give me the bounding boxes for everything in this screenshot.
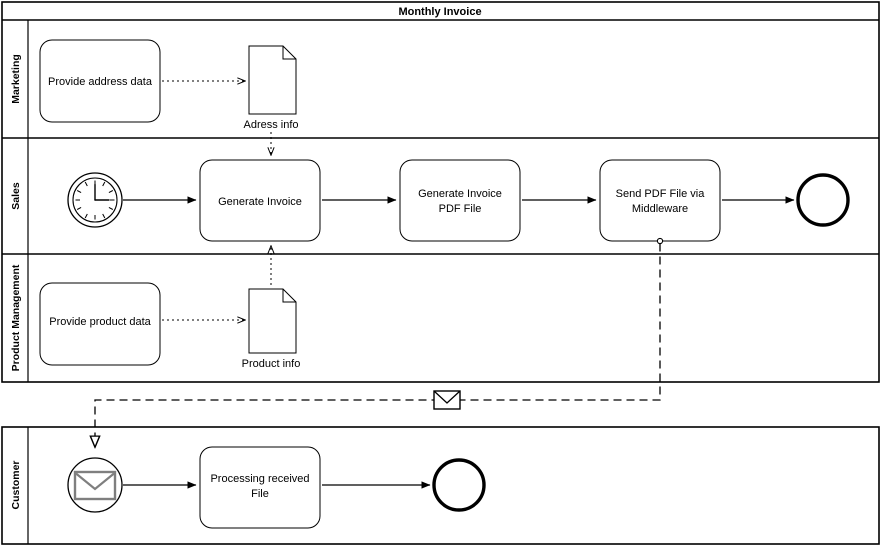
task-provide-product-data-label: Provide product data	[49, 316, 151, 328]
pool-title-monthly-invoice: Monthly Invoice	[398, 6, 481, 18]
task-provide-address-data-label: Provide address data	[48, 76, 153, 88]
data-object-product-info-shape	[248, 288, 297, 354]
start-event-message[interactable]	[67, 457, 123, 513]
lane-label-marketing: Marketing	[10, 54, 22, 104]
data-object-product-info[interactable]: Product info	[242, 288, 301, 370]
end-event-sales[interactable]	[796, 173, 850, 227]
lane-label-product-management: Product Management	[10, 264, 22, 371]
task-processing-received-file-label-line2: File	[251, 488, 269, 500]
data-object-product-info-label: Product info	[242, 358, 301, 370]
task-processing-received-file-label-line1: Processing received	[210, 473, 309, 485]
task-generate-invoice-pdf-label-line2: PDF File	[439, 203, 482, 215]
data-object-adress-info-shape	[248, 45, 297, 115]
data-object-adress-info-label: Adress info	[243, 119, 298, 131]
task-generate-invoice-box	[199, 159, 321, 242]
pool-customer-frame	[1, 426, 880, 545]
task-send-pdf-middleware-box	[599, 159, 721, 242]
task-generate-invoice-pdf-label-line1: Generate Invoice	[418, 188, 502, 200]
message-flow-origin-marker	[656, 237, 664, 245]
task-provide-product-data-box	[39, 282, 161, 366]
data-object-product-info-fold	[282, 289, 296, 303]
end-event-customer[interactable]	[432, 458, 486, 512]
task-generate-invoice[interactable]: Generate Invoice	[199, 159, 321, 242]
lane-label-sales: Sales	[10, 182, 22, 210]
task-processing-received-file-box	[199, 446, 321, 529]
task-generate-invoice-pdf-box	[399, 159, 521, 242]
task-send-pdf-middleware-label-line2: Middleware	[632, 203, 688, 215]
message-flow-path	[95, 243, 661, 448]
task-processing-received-file[interactable]: Processing received File	[199, 446, 321, 529]
clock-icon	[72, 177, 118, 223]
pool-customer[interactable]: Customer	[1, 426, 880, 545]
end-circle-icon	[796, 173, 850, 227]
end-circle-icon-customer	[432, 458, 486, 512]
pool-monthly-invoice-frame	[1, 1, 880, 383]
data-object-adress-info[interactable]: Adress info	[243, 45, 299, 131]
task-generate-invoice-label: Generate Invoice	[218, 196, 302, 208]
task-generate-invoice-pdf[interactable]: Generate Invoice PDF File	[399, 159, 521, 242]
pool-monthly-invoice[interactable]: Monthly Invoice Marketing Sales Product …	[1, 1, 880, 383]
envelope-icon	[73, 470, 117, 501]
task-provide-product-data[interactable]: Provide product data	[39, 282, 161, 366]
message-flow-send-pdf-to-customer[interactable]	[95, 237, 664, 448]
start-event-timer[interactable]	[67, 172, 123, 228]
task-send-pdf-middleware-label-line1: Send PDF File via	[616, 188, 706, 200]
task-provide-address-data-box	[39, 39, 161, 123]
lane-label-customer: Customer	[10, 460, 22, 509]
task-send-pdf-middleware[interactable]: Send PDF File via Middleware	[599, 159, 721, 242]
task-provide-address-data[interactable]: Provide address data	[39, 39, 161, 123]
data-object-adress-info-fold	[282, 46, 296, 60]
envelope-icon-message-marker	[433, 390, 461, 410]
